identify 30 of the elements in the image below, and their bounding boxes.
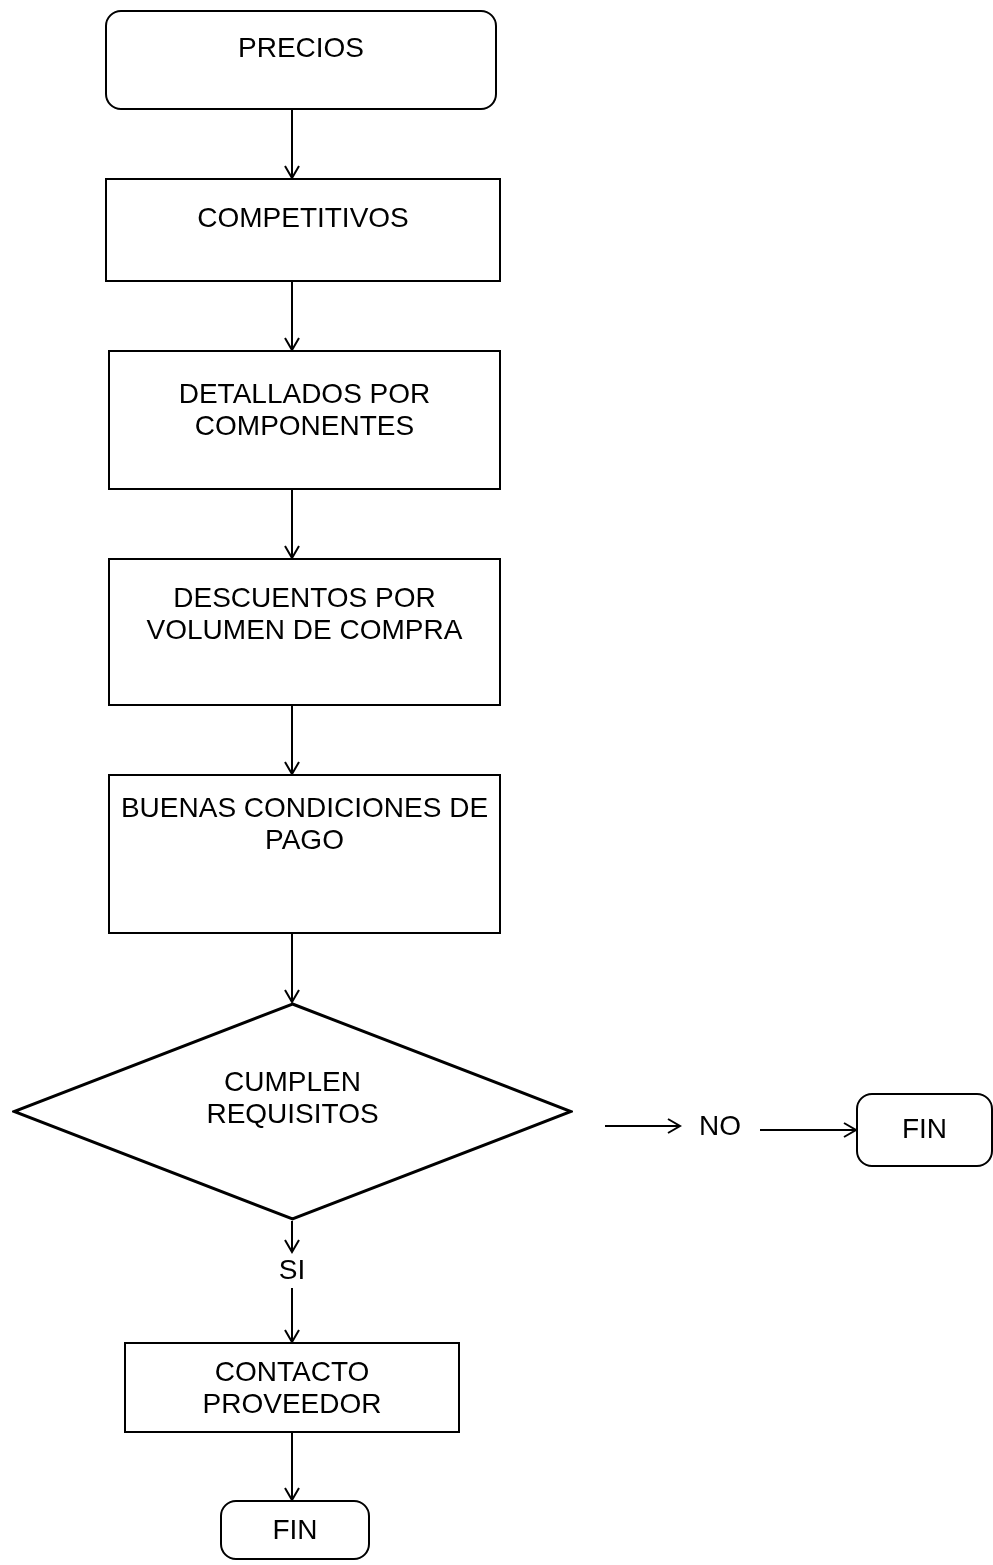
arrow [284, 1287, 300, 1343]
decision-diamond [12, 1002, 573, 1221]
node-text: BUENAS CONDICIONES DE PAGO [119, 792, 490, 856]
branch-label: SI [278, 1254, 306, 1286]
arrow [759, 1122, 857, 1138]
node-text: CONTACTO PROVEEDOR [201, 1356, 383, 1420]
node-text: FIN [901, 1113, 948, 1145]
arrow [284, 1432, 300, 1501]
process-box [108, 774, 501, 934]
process-box [105, 178, 501, 282]
arrow [284, 933, 300, 1003]
terminal-box [220, 1500, 370, 1560]
process-box [108, 558, 501, 706]
process-box [108, 350, 501, 490]
terminal-box [856, 1093, 993, 1167]
process-box [124, 1342, 460, 1433]
node-text: PRECIOS [238, 32, 364, 64]
branch-label: NO [699, 1110, 741, 1142]
arrow [284, 489, 300, 559]
node-text: COMPETITIVOS [197, 202, 409, 234]
arrow [284, 1220, 300, 1253]
arrow [604, 1118, 681, 1134]
arrow [284, 109, 300, 179]
arrow [284, 705, 300, 775]
node-text: CUMPLEN REQUISITOS [205, 1066, 380, 1130]
node-text: DESCUENTOS POR VOLUMEN DE COMPRA [145, 582, 464, 646]
arrow [284, 281, 300, 351]
node-text: FIN [272, 1514, 318, 1546]
node-text: DETALLADOS POR COMPONENTES [177, 378, 432, 442]
terminal-box [105, 10, 497, 110]
